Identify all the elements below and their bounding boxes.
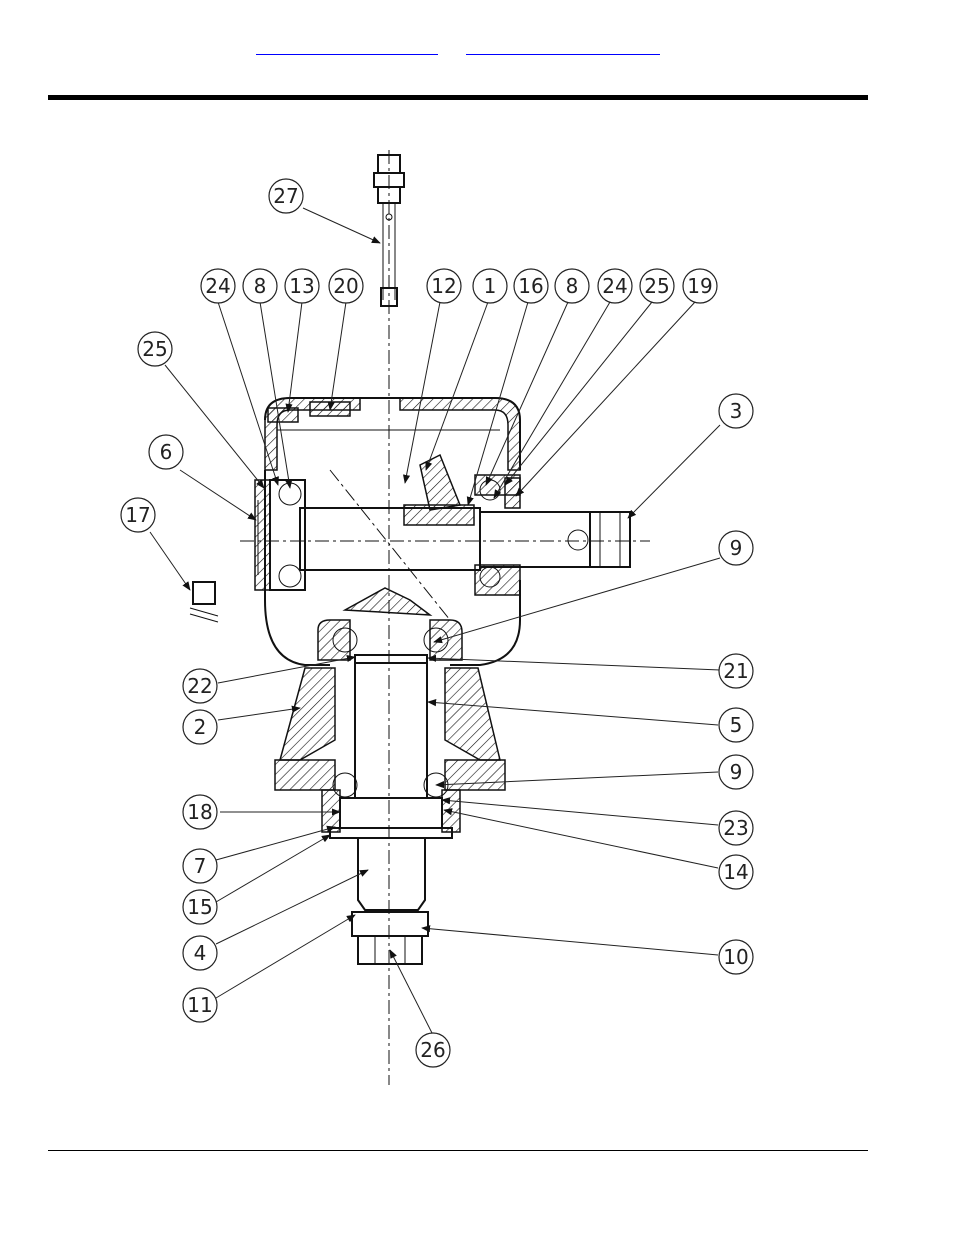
callout-label: 23: [723, 816, 748, 840]
callout-27: 27: [269, 179, 303, 213]
callout-26: 26: [416, 1033, 450, 1067]
callout-25: 25: [138, 332, 172, 366]
callout-8b: 8: [555, 269, 589, 303]
callout-3: 3: [719, 394, 753, 428]
input-shaft: [300, 505, 630, 570]
callout-12: 12: [427, 269, 461, 303]
callout-label: 25: [142, 337, 167, 361]
callout-label: 3: [730, 399, 743, 423]
callout-label: 20: [333, 274, 358, 298]
callout-10: 10: [719, 940, 753, 974]
callout-14: 14: [719, 855, 753, 889]
callout-21: 21: [719, 654, 753, 688]
callout-8: 8: [243, 269, 277, 303]
callout-9: 9: [719, 531, 753, 565]
callout-9b: 9: [719, 755, 753, 789]
footer-rule: [48, 1150, 868, 1151]
callout-label: 11: [187, 993, 212, 1017]
callout-19: 19: [683, 269, 717, 303]
callout-17: 17: [121, 498, 155, 532]
bevel-gears: [330, 455, 460, 620]
callout-label: 8: [254, 274, 267, 298]
callout-label: 12: [431, 274, 456, 298]
callout-label: 26: [420, 1038, 445, 1062]
callout-label: 15: [187, 895, 212, 919]
callout-label: 8: [566, 274, 579, 298]
callout-6: 6: [149, 435, 183, 469]
callout-2: 2: [183, 710, 217, 744]
callout-label: 2: [194, 715, 207, 739]
callout-label: 16: [518, 274, 543, 298]
lower-housing: [275, 620, 505, 832]
callout-25b: 25: [640, 269, 674, 303]
callout-4: 4: [183, 936, 217, 970]
callout-22: 22: [183, 669, 217, 703]
callout-label: 5: [730, 713, 743, 737]
upper-housing: [265, 398, 520, 665]
callout-label: 21: [723, 659, 748, 683]
callout-label: 18: [187, 800, 212, 824]
left-bearing: [255, 480, 305, 590]
callout-5: 5: [719, 708, 753, 742]
callout-label: 24: [602, 274, 627, 298]
callout-label: 4: [194, 941, 207, 965]
callout-label: 1: [484, 274, 497, 298]
key-part: [190, 582, 218, 622]
shaft-nut: [352, 912, 428, 964]
callout-7: 7: [183, 849, 217, 883]
callout-1: 1: [473, 269, 507, 303]
callout-label: 22: [187, 674, 212, 698]
callout-label: 6: [160, 440, 173, 464]
callout-label: 24: [205, 274, 230, 298]
callout-18: 18: [183, 795, 217, 829]
callout-label: 17: [125, 503, 150, 527]
callout-24: 24: [201, 269, 235, 303]
callout-label: 19: [687, 274, 712, 298]
callout-23: 23: [719, 811, 753, 845]
callout-16: 16: [514, 269, 548, 303]
callout-label: 9: [730, 536, 743, 560]
callout-20: 20: [329, 269, 363, 303]
callout-15: 15: [183, 890, 217, 924]
output-shaft: [330, 655, 452, 910]
callout-label: 14: [723, 860, 748, 884]
callout-13: 13: [285, 269, 319, 303]
callout-label: 25: [644, 274, 669, 298]
callout-label: 7: [194, 854, 207, 878]
callout-label: 9: [730, 760, 743, 784]
callout-label: 27: [273, 184, 298, 208]
callout-11: 11: [183, 988, 217, 1022]
callout-label: 10: [723, 945, 748, 969]
callout-24b: 24: [598, 269, 632, 303]
callout-label: 13: [289, 274, 314, 298]
